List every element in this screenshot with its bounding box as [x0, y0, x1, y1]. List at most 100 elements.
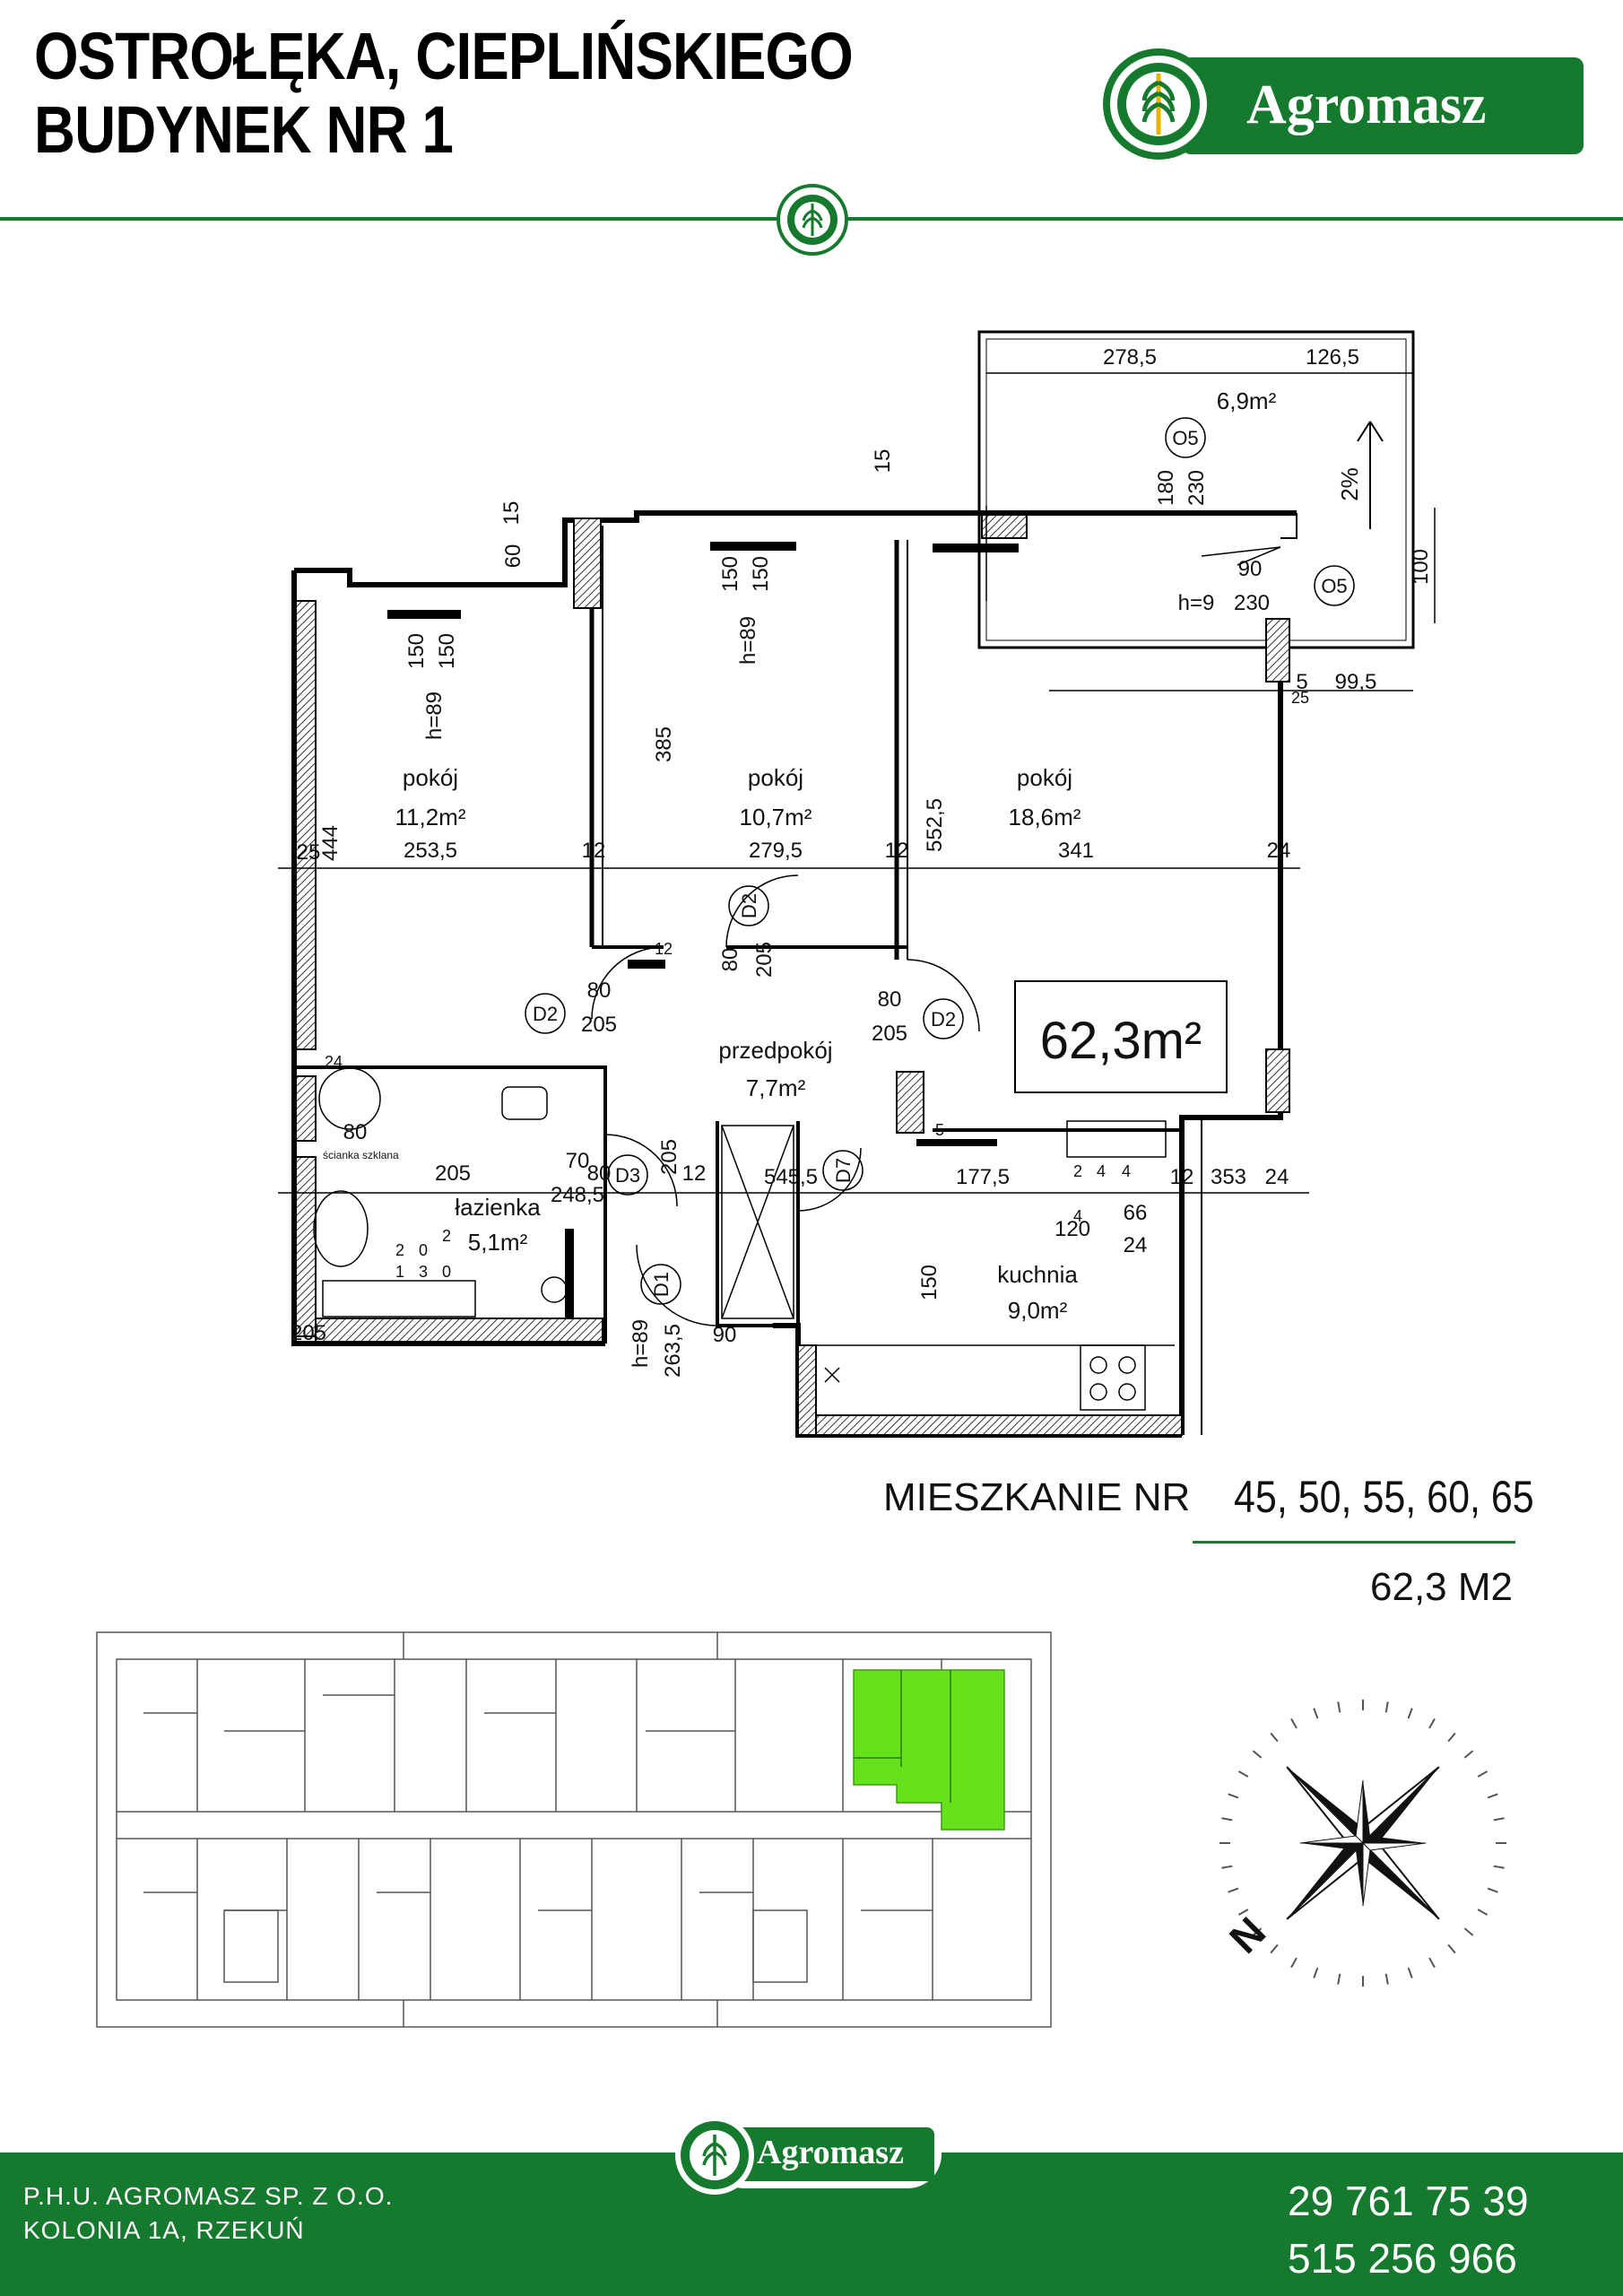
compass-tick	[1428, 1957, 1436, 1969]
compass-rose-icon: N	[1219, 1700, 1506, 1987]
compass-tick	[1252, 1927, 1263, 1936]
brand-logo: Agromasz	[1101, 47, 1584, 161]
dimension: 90	[713, 1323, 737, 1347]
dimension: 12	[655, 940, 673, 958]
dimension: 205	[752, 942, 777, 978]
dimension: 150	[917, 1265, 942, 1300]
room-name: łazienka	[455, 1194, 541, 1221]
compass-tick	[1428, 1718, 1436, 1729]
dimension: 24	[325, 1053, 343, 1071]
dimension: 248,5	[551, 1183, 604, 1207]
dimension: 15	[871, 449, 895, 474]
company-street: KOLONIA 1A, RZEKUŃ	[23, 2216, 305, 2244]
dimension: 341	[1058, 839, 1094, 863]
dimension: 80	[343, 1120, 368, 1144]
phone-2[interactable]: 515 256 966	[1288, 2235, 1517, 2282]
dimension: 70	[566, 1149, 590, 1173]
balcony-outline	[977, 330, 1415, 649]
dimension: 100	[1409, 549, 1433, 585]
dimension: 2	[1073, 1162, 1082, 1180]
room-name: pokój	[403, 764, 458, 791]
room-area: 5,1m²	[468, 1229, 528, 1256]
brand-name: Agromasz	[1246, 74, 1487, 135]
door-tag: D2	[931, 1008, 956, 1031]
dimension: 545,5	[764, 1165, 818, 1189]
compass-tick	[1384, 1973, 1389, 1985]
dimension: 120	[1055, 1217, 1090, 1241]
compass-tick	[1228, 1793, 1239, 1799]
room-area: 18,6m²	[1009, 804, 1081, 831]
apartment-label: MIESZKANIE NR	[883, 1475, 1191, 1519]
footer-brand-name: Agromasz	[757, 2134, 904, 2171]
dimension: 0	[442, 1263, 451, 1281]
title-line-2: BUDYNEK NR 1	[34, 92, 454, 167]
company-address: P.H.U. AGROMASZ SP. Z O.O. KOLONIA 1A, R…	[23, 2179, 393, 2248]
dimension: 552,5	[923, 798, 947, 852]
dimension: 12	[885, 839, 909, 863]
dimension: h=89	[629, 1319, 653, 1368]
door-swings	[591, 546, 1281, 1326]
room-name: przedpokój	[718, 1037, 832, 1064]
compass-tick	[1237, 1909, 1249, 1916]
door-tags: D2 D2 D2 D3 D7 D1 O5 O5	[533, 427, 1348, 1297]
compass-tick	[1493, 1865, 1505, 1869]
dimension: 80	[587, 978, 612, 1003]
title-line-1: OSTROŁĘKA, CIEPLIŃSKIEGO	[34, 19, 854, 93]
dimension: 24	[1265, 1165, 1289, 1189]
room-area: 11,2m²	[395, 804, 466, 831]
dimension: 353	[1211, 1165, 1246, 1189]
brand-bar	[1182, 57, 1584, 154]
dimension: 253,5	[404, 839, 457, 863]
dimension: 4	[1097, 1162, 1106, 1180]
dimension: 24	[1124, 1233, 1148, 1257]
door-tag: D2	[738, 893, 760, 918]
door-tag: O5	[1321, 575, 1347, 597]
dimension: h=9	[1178, 591, 1215, 615]
compass-tick	[1228, 1887, 1239, 1893]
gear-icon	[675, 2116, 754, 2195]
door-tag: D2	[533, 1003, 558, 1025]
north-label: N	[1220, 1908, 1274, 1961]
footer-logo: Agromasz	[674, 2115, 943, 2196]
dimension: h=89	[736, 616, 760, 665]
compass-tick	[1477, 1770, 1488, 1778]
dimension: 15	[499, 501, 524, 526]
dimension: 12	[682, 1161, 707, 1186]
fixtures	[313, 1067, 1175, 1411]
compass-tick	[1487, 1793, 1498, 1799]
apartment-numbers: 45, 50, 55, 60, 65	[1234, 1472, 1534, 1522]
dimension: 279,5	[749, 839, 803, 863]
compass-tick	[1270, 1944, 1279, 1954]
bathroom-note: ścianka szklana	[323, 1149, 399, 1161]
phone-numbers: 29 761 75 39 515 256 966	[1288, 2172, 1529, 2287]
dimension: 12	[582, 839, 606, 863]
small-dimension-labels: 24 25 12 5 2 4 4 2 0 1 3 0 2 4	[325, 689, 1309, 1281]
dimension: 80	[878, 987, 902, 1012]
balcony-slope: 2%	[1336, 467, 1363, 501]
highlighted-apartment	[853, 1669, 1005, 1831]
dimension: 150	[404, 633, 429, 669]
door-tag-circles	[525, 417, 1355, 1305]
compass-tick	[1407, 1967, 1413, 1979]
dimension: 385	[652, 726, 676, 762]
floor-plan: pokój 11,2m² pokój 10,7m² pokój 18,6m² p…	[278, 330, 1436, 1438]
compass-tick	[1252, 1750, 1263, 1759]
dimension: 12	[1170, 1165, 1194, 1189]
dimension: 205	[872, 1022, 907, 1046]
apartment-area: 62,3 M2	[1370, 1565, 1513, 1609]
dimension: 1	[395, 1263, 404, 1281]
dimension: 263,5	[661, 1324, 685, 1378]
dimension: 205	[291, 1321, 326, 1345]
dimension: 2	[395, 1241, 404, 1259]
dimension: 80	[587, 1161, 612, 1186]
room-name: kuchnia	[997, 1261, 1078, 1288]
phone-1[interactable]: 29 761 75 39	[1288, 2178, 1529, 2224]
compass-tick	[1237, 1770, 1249, 1778]
compass-tick	[1463, 1750, 1474, 1759]
total-area-frame	[1014, 980, 1228, 1093]
room-labels: pokój 11,2m² pokój 10,7m² pokój 18,6m² p…	[323, 387, 1363, 1324]
compass-tick	[1290, 1718, 1298, 1729]
dimension: 66	[1124, 1201, 1148, 1225]
compass-tick	[1477, 1909, 1488, 1916]
room-name: pokój	[748, 764, 803, 791]
